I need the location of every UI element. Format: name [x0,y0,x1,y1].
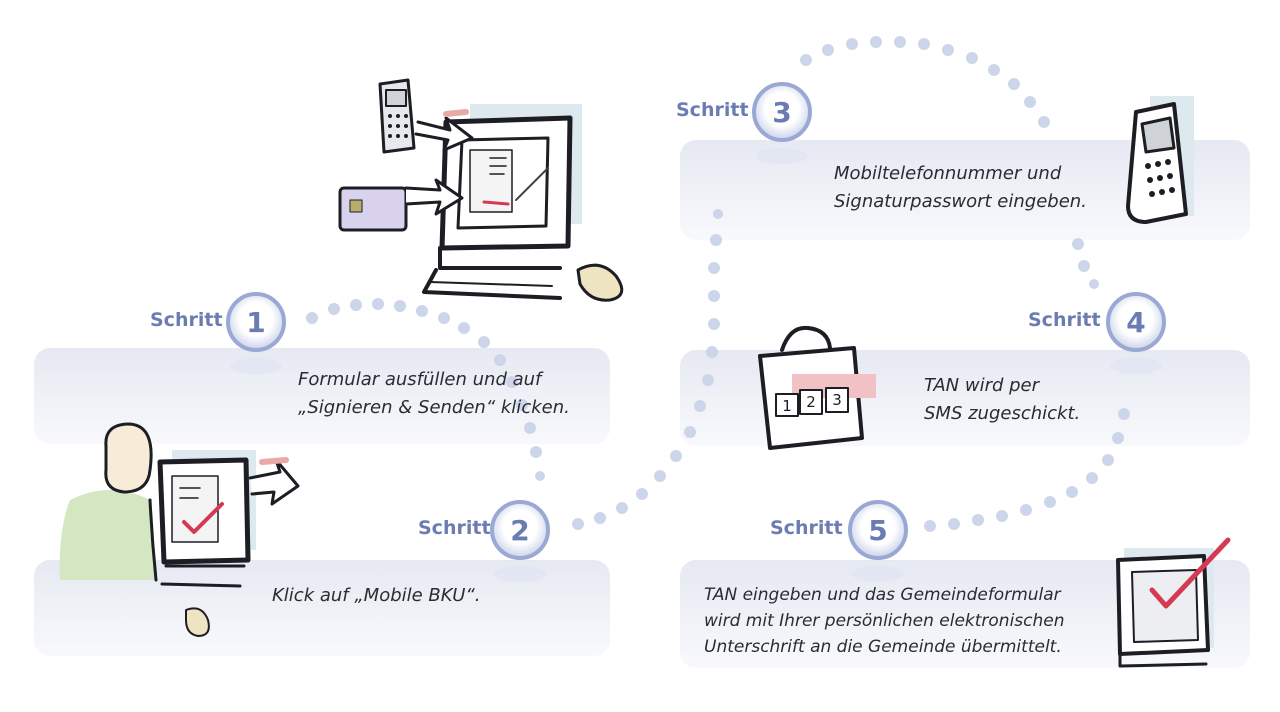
step-5-label: Schritt [770,517,843,539]
tan-key-1: 1 [782,397,792,415]
step-3-label: Schritt [676,99,749,121]
step-2-label: Schritt [418,517,491,539]
step-5-line-1: TAN eingeben und das Gemeindeformular [704,585,1061,605]
step-1-description: Formular ausfüllen und auf „Signieren & … [298,366,570,422]
band-step-1 [34,348,610,444]
mobile-phone-illustration [1126,96,1194,224]
signed-document-illustration [1116,537,1231,668]
step-5-line-3: Unterschrift an die Gemeinde übermittelt… [704,637,1062,657]
step-1-label: Schritt [150,309,223,331]
person-computer-illustration [59,422,300,637]
step-3-line-1: Mobiltelefonnummer und [834,163,1062,184]
tan-keys [775,387,849,417]
band-step-5 [680,560,1250,668]
tan-key-2: 2 [806,393,816,411]
step-2-number: 2 [510,514,530,547]
step-5-line-2: wird mit Ihrer persönlichen elektronisch… [704,611,1065,631]
tan-bag-illustration [758,325,876,450]
tan-key-3: 3 [832,391,842,409]
step-2-line-1: Klick auf „Mobile BKU“. [272,585,481,606]
step-1-line-2: „Signieren & Senden“ klicken. [298,397,570,418]
step-4-label: Schritt [1028,309,1101,331]
step-4-number: 4 [1126,306,1146,339]
step-3-description: Mobiltelefonnummer und Signaturpasswort … [834,160,1087,216]
step-5-description: TAN eingeben und das Gemeindeformular wi… [704,582,1065,660]
step-circles [226,82,1166,582]
step-1-number: 1 [246,306,266,339]
band-step-3 [680,140,1250,240]
step-1-line-1: Formular ausfüllen und auf [298,369,542,390]
computer-card-phone-illustration [338,78,624,302]
step-4-line-2: SMS zugeschickt. [924,403,1081,424]
step-5-number: 5 [868,514,888,547]
connector-dots [306,36,1130,532]
step-2-description: Klick auf „Mobile BKU“. [272,582,481,610]
step-3-number: 3 [772,96,792,129]
step-3-line-2: Signaturpasswort eingeben. [834,191,1087,212]
step-4-line-1: TAN wird per [924,375,1040,396]
step-4-description: TAN wird per SMS zugeschickt. [924,372,1080,428]
